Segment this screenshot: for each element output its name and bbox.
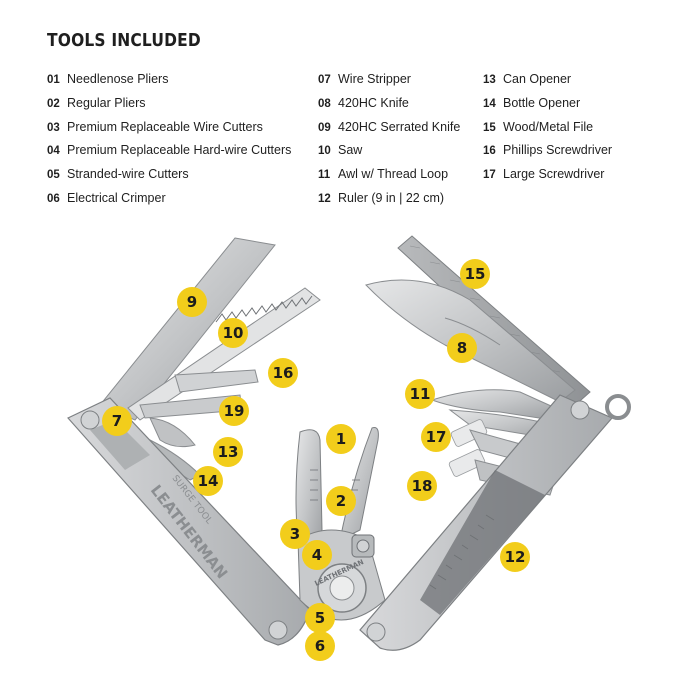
callout-badge: 18	[407, 471, 437, 501]
right-handle	[359, 394, 631, 651]
page-title: TOOLS INCLUDED	[47, 30, 201, 51]
callout-badge: 17	[421, 422, 451, 452]
small-tools-left	[139, 369, 259, 481]
callout-badge: 16	[268, 358, 298, 388]
callout-badge: 8	[447, 333, 477, 363]
callout-badge: 7	[102, 406, 132, 436]
callout-badge: 12	[500, 542, 530, 572]
callout-badge: 14	[193, 466, 223, 496]
callout-badge: 6	[305, 631, 335, 661]
callout-badge: 5	[305, 603, 335, 633]
pliers: LEATHERMAN	[295, 427, 386, 621]
callout-badge: 11	[405, 379, 435, 409]
callout-badge: 1	[326, 424, 356, 454]
callout-badge: 15	[460, 259, 490, 289]
callout-badge: 10	[218, 318, 248, 348]
callout-badge: 13	[213, 437, 243, 467]
callout-badge: 4	[302, 540, 332, 570]
callout-badge: 9	[177, 287, 207, 317]
left-handle: LEATHERMAN SURGE TOOL	[67, 397, 311, 646]
callout-badge: 19	[219, 396, 249, 426]
saw-blade	[127, 287, 321, 421]
lanyard-ring	[605, 394, 631, 420]
callout-badge: 2	[326, 486, 356, 516]
